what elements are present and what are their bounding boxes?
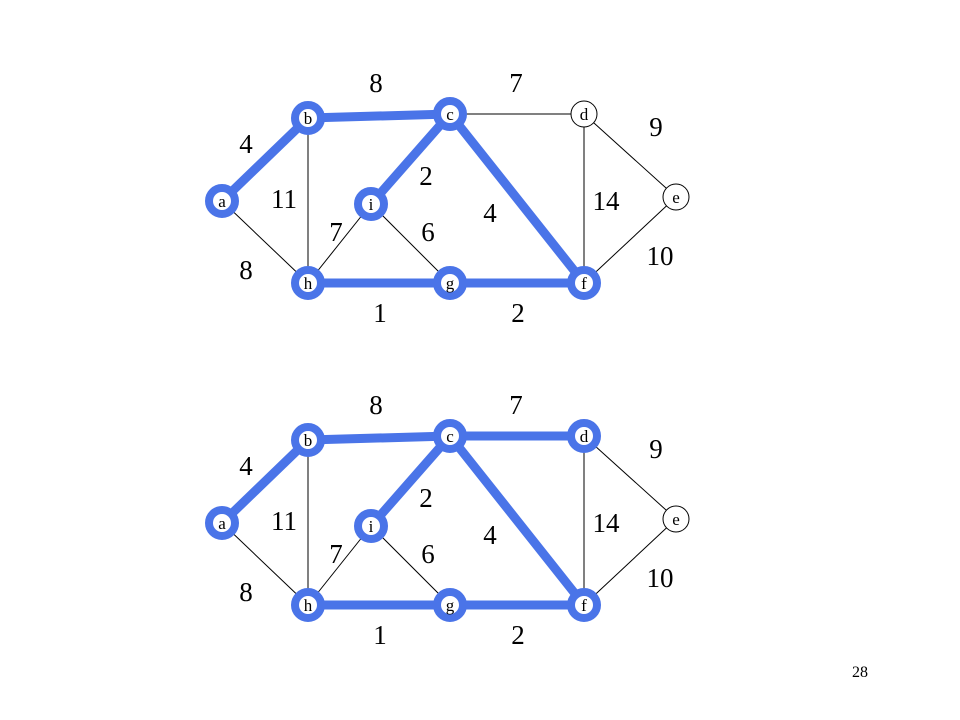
weight-label-b-c: 8 [369,68,383,98]
node-label-e: e [672,510,680,529]
edge-c-f [445,109,589,288]
weight-label-d-e: 9 [649,434,663,464]
node-label-g: g [446,596,455,615]
weight-label-b-c: 8 [369,390,383,420]
weight-label-b-h: 11 [271,184,297,214]
edge-a-b [217,435,313,528]
node-b [291,101,325,135]
edge-c-i [366,109,455,209]
node-label-b: b [304,109,313,128]
node-i [354,187,388,221]
edge-d-e [583,435,677,520]
edge-a-h [221,200,309,284]
node-c [433,97,467,131]
node-e [662,183,690,211]
node-g [433,266,467,300]
weight-label-a-b: 4 [239,451,253,481]
weight-label-a-b: 4 [239,129,253,159]
edge-i-g [370,203,451,284]
node-f [567,266,601,300]
weight-layer: 4 8 8 11 7 2 4 9 14 10 7 6 1 2 [239,68,673,328]
edge-d-e [583,113,677,198]
graph-top: a b c d e f g h i 4 8 8 11 7 2 4 9 14 10 7 6 1 2 [205,68,690,328]
node-label-g: g [446,274,455,293]
edge-c-f [445,431,589,610]
weight-label-i-g: 6 [421,217,435,247]
node-b [291,423,325,457]
weight-label-g-f: 2 [511,298,525,328]
node-layer: a b c d e f g h i [205,97,690,300]
node-label-c: c [446,427,454,446]
node-a [205,184,239,218]
node-label-a: a [218,192,226,211]
weight-label-c-f: 4 [483,198,497,228]
weight-label-g-f: 2 [511,620,525,650]
node-label-f: f [581,596,587,615]
node-label-h: h [304,274,313,293]
weight-label-c-i: 2 [419,483,433,513]
node-a [205,506,239,540]
node-f [567,588,601,622]
graph-bottom: a b c d e f g h i 4 8 8 11 7 2 4 9 14 10 7 6 1 2 [205,390,690,650]
node-label-e: e [672,188,680,207]
weight-label-i-h: 7 [329,539,343,569]
node-label-b: b [304,431,313,450]
weight-label-c-f: 4 [483,520,497,550]
node-i [354,509,388,543]
node-label-h: h [304,596,313,615]
node-e [662,505,690,533]
weight-label-d-f: 14 [593,508,621,538]
node-h [291,266,325,300]
weight-layer: 4 8 8 11 7 2 4 9 14 10 7 6 1 2 [239,390,673,650]
page-number: 28 [852,664,868,681]
edge-layer [217,431,677,610]
weight-label-d-e: 9 [649,112,663,142]
node-c [433,419,467,453]
weight-label-c-d: 7 [509,390,523,420]
weight-label-e-f: 10 [647,563,674,593]
node-label-a: a [218,514,226,533]
weight-label-a-h: 8 [239,255,253,285]
edge-e-f [583,196,677,284]
edge-layer [217,109,677,288]
edge-i-g [370,525,451,606]
weight-label-c-i: 2 [419,161,433,191]
node-d [570,100,598,128]
edge-a-h [221,522,309,606]
weight-label-c-d: 7 [509,68,523,98]
weight-label-b-h: 11 [271,506,297,536]
weight-label-a-h: 8 [239,577,253,607]
weight-label-i-g: 6 [421,539,435,569]
weight-label-e-f: 10 [647,241,674,271]
node-label-f: f [581,274,587,293]
node-h [291,588,325,622]
node-label-i: i [369,195,374,214]
node-d [567,419,601,453]
node-label-c: c [446,105,454,124]
node-layer: a b c d e f g h i [205,419,690,622]
node-g [433,588,467,622]
weight-label-d-f: 14 [593,186,621,216]
edge-b-c [303,109,455,123]
edge-b-c [303,431,455,445]
weight-label-i-h: 7 [329,217,343,247]
node-label-i: i [369,517,374,536]
edge-a-b [217,113,313,206]
weight-label-h-g: 1 [373,298,387,328]
node-label-d: d [580,427,589,446]
node-label-d: d [580,105,589,124]
edge-c-i [366,431,455,531]
edge-e-f [583,518,677,606]
weight-label-h-g: 1 [373,620,387,650]
